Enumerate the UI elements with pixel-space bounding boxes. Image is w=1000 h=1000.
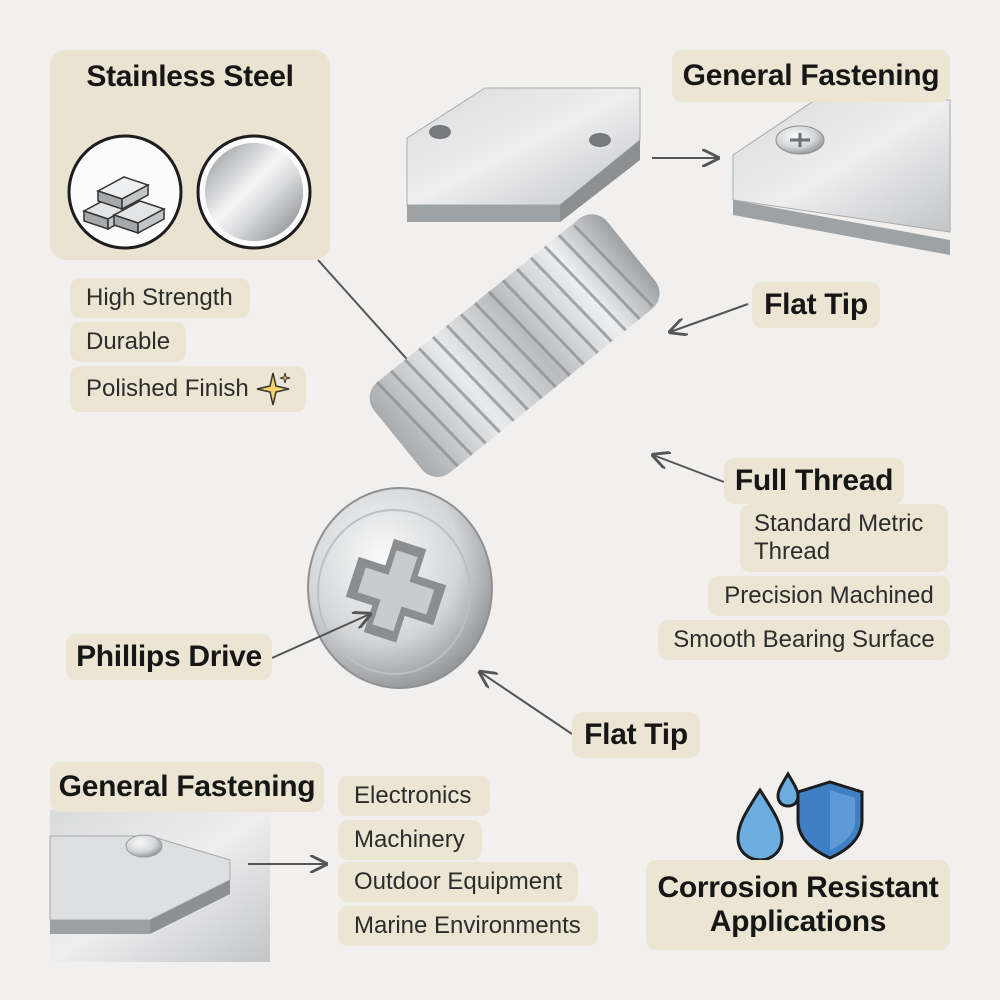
feature-high-strength: High Strength [70, 278, 250, 318]
thread-feature-machined: Precision Machined [708, 576, 950, 616]
shield-icon [796, 780, 864, 860]
ingot-stack-icon [67, 134, 183, 250]
feature-polished-finish-label: Polished Finish [86, 375, 249, 402]
use-outdoor-equipment: Outdoor Equipment [338, 862, 578, 902]
plates-bottom [49, 810, 270, 962]
water-drops-icon [736, 771, 800, 862]
use-marine-environments: Marine Environments [338, 906, 598, 946]
corrosion-title-line1: Corrosion Resistant [657, 871, 939, 904]
arrow-thread [653, 455, 725, 483]
material-title: Stainless Steel [86, 60, 294, 93]
arrow-tip-top [670, 303, 749, 332]
feature-polished-finish: Polished Finish [70, 366, 306, 412]
callout-full-thread: Full Thread [724, 458, 904, 504]
callout-phillips-drive: Phillips Drive [66, 634, 272, 680]
screw-illustration [307, 214, 660, 689]
callout-flat-tip-top: Flat Tip [752, 282, 880, 328]
plates-separate [406, 87, 641, 222]
top-application-title: General Fastening [672, 50, 950, 102]
corrosion-title-line2: Applications [709, 905, 887, 938]
callout-flat-tip-bottom: Flat Tip [572, 712, 700, 758]
thread-feature-metric: Standard Metric Thread [740, 504, 948, 572]
arrow-drive [271, 614, 370, 659]
use-electronics: Electronics [338, 776, 490, 816]
use-machinery: Machinery [338, 820, 482, 860]
plates-fastened [732, 99, 951, 255]
thread-feature-bearing: Smooth Bearing Surface [658, 620, 950, 660]
arrow-tip-bottom [480, 672, 573, 735]
sparkle-icon [256, 372, 290, 406]
corrosion-card: Corrosion Resistant Applications [646, 860, 950, 950]
bottom-application-title: General Fastening [50, 762, 324, 812]
polished-disc-icon [196, 134, 312, 250]
feature-durable: Durable [70, 322, 186, 362]
